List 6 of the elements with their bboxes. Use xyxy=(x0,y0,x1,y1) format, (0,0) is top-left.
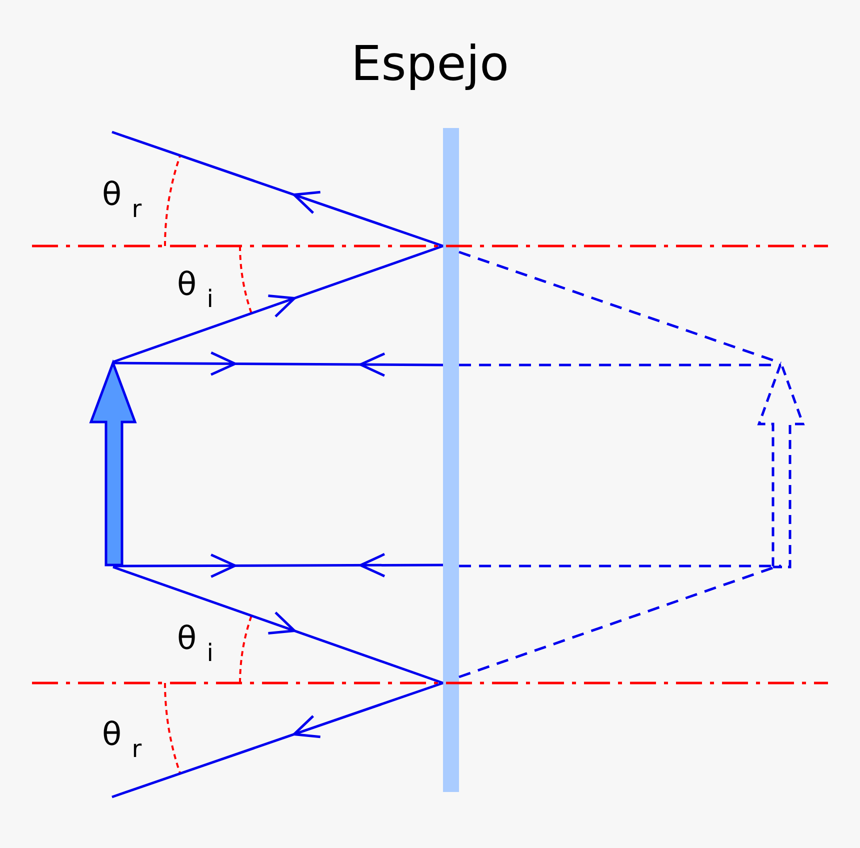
angle-label: θ $_{i}$ xyxy=(177,264,214,315)
angle-label: θ $_{i}$ xyxy=(177,618,214,669)
angle-label: θ $_{r}$ xyxy=(102,174,142,225)
angle-label: θ $_{r}$ xyxy=(102,714,142,765)
mirror xyxy=(443,128,459,792)
title: Espejo xyxy=(350,35,510,94)
